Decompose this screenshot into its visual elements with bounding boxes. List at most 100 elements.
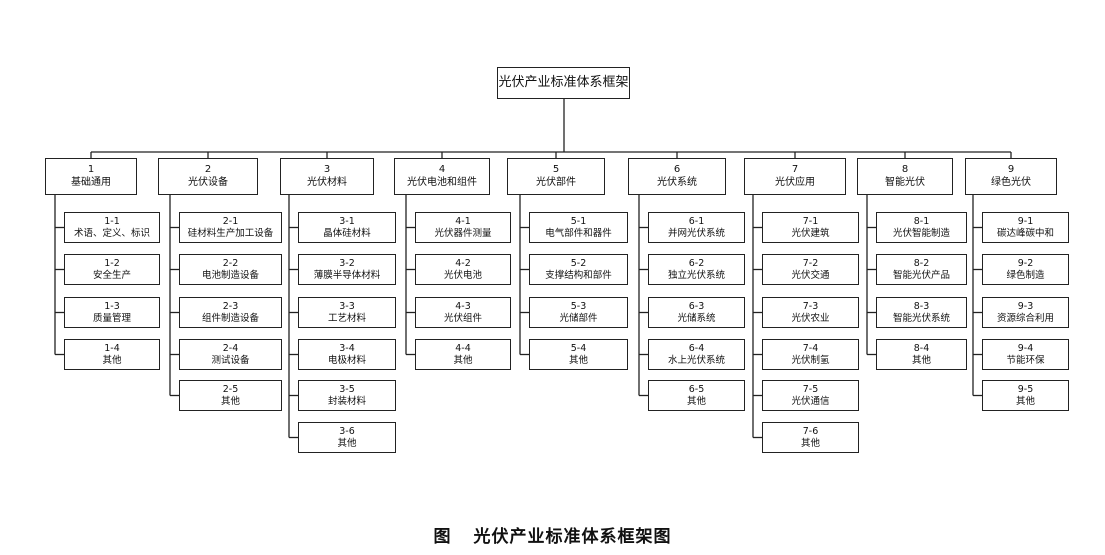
leaf-node-label: 光伏农业: [791, 312, 830, 324]
leaf-node-label: 智能光伏产品: [892, 269, 950, 281]
leaf-node-code: 2-5: [222, 383, 239, 395]
category-node-label: 智能光伏: [885, 176, 925, 188]
leaf-node-code: 1-1: [104, 215, 120, 227]
leaf-node-label: 其他: [911, 354, 931, 366]
leaf-node-label: 水上光伏系统: [667, 354, 725, 366]
category-node-label: 光伏系统: [657, 176, 697, 188]
leaf-node-code: 1-2: [104, 257, 120, 269]
leaf-node-label: 质量管理: [92, 312, 131, 324]
leaf-node-code: 6-4: [688, 342, 705, 354]
leaf-node-label: 独立光伏系统: [667, 269, 725, 281]
leaf-node-label: 封装材料: [327, 395, 366, 407]
leaf-node-label: 其他: [337, 437, 357, 449]
leaf-node-code: 8-4: [913, 342, 930, 354]
leaf-node-code: 6-5: [688, 383, 705, 395]
category-node-code: 3: [323, 164, 331, 175]
leaf-node-label: 光伏建筑: [791, 227, 830, 239]
category-node-code: 4: [438, 164, 446, 175]
leaf-node-label: 光伏电池: [443, 269, 482, 281]
leaf-node-label: 并网光伏系统: [667, 227, 725, 239]
leaf-node-label: 工艺材料: [327, 312, 366, 324]
leaf-node-code: 3-3: [339, 300, 355, 312]
leaf-node-label: 其他: [453, 354, 473, 366]
leaf-node-label: 电气部件和器件: [545, 227, 612, 239]
category-node-code: 7: [791, 164, 799, 175]
leaf-node-code: 2-2: [222, 257, 239, 269]
leaf-node-code: 7-3: [802, 300, 819, 312]
category-node-label: 光伏部件: [536, 176, 576, 188]
leaf-node-code: 2-1: [222, 215, 239, 227]
leaf-node-label: 光伏通信: [791, 395, 830, 407]
category-node-code: 8: [901, 164, 909, 175]
caption-title: 光伏产业标准体系框架图: [473, 527, 672, 547]
leaf-node-label: 术语、定义、标识: [73, 227, 150, 239]
root-node: 光伏产业标准体系框架: [497, 67, 630, 99]
leaf-node-label: 碳达峰碳中和: [996, 227, 1054, 239]
leaf-node-label: 光伏器件测量: [434, 227, 492, 239]
leaf-node-label: 智能光伏系统: [892, 312, 950, 324]
leaf-node-code: 4-4: [455, 342, 471, 354]
leaf-node-label: 电池制造设备: [201, 269, 259, 281]
leaf-node-label: 光伏制氢: [791, 354, 830, 366]
leaf-node-code: 9-2: [1017, 257, 1034, 269]
leaf-node-label: 组件制造设备: [201, 312, 259, 324]
leaf-node-code: 2-4: [222, 342, 239, 354]
leaf-node-label: 其他: [220, 395, 240, 407]
leaf-node-code: 6-3: [688, 300, 705, 312]
category-node-code: 9: [1007, 164, 1015, 175]
leaf-node-code: 7-5: [802, 383, 819, 395]
leaf-node-code: 7-1: [802, 215, 819, 227]
leaf-node-code: 8-2: [913, 257, 930, 269]
leaf-node-label: 晶体硅材料: [323, 227, 371, 239]
leaf-node-code: 5-2: [570, 257, 587, 269]
leaf-node-code: 7-2: [802, 257, 819, 269]
category-node-label: 基础通用: [71, 176, 111, 188]
leaf-node-code: 9-5: [1017, 383, 1034, 395]
leaf-node-code: 3-4: [339, 342, 355, 354]
category-node-label: 光伏电池和组件: [407, 176, 477, 188]
category-node-label: 绿色光伏: [991, 176, 1031, 188]
leaf-node-code: 5-3: [570, 300, 587, 312]
leaf-node-code: 9-4: [1017, 342, 1034, 354]
figure-caption: 图光伏产业标准体系框架图: [0, 522, 1105, 547]
leaf-node-code: 9-3: [1017, 300, 1034, 312]
leaf-node-code: 5-1: [570, 215, 587, 227]
leaf-node-label: 其他: [800, 437, 820, 449]
leaf-node-label: 电极材料: [327, 354, 366, 366]
leaf-node-label: 绿色制造: [1006, 269, 1045, 281]
leaf-node-code: 1-3: [104, 300, 120, 312]
leaf-node-code: 3-1: [339, 215, 355, 227]
leaf-node-code: 8-1: [913, 215, 930, 227]
category-node-label: 光伏设备: [188, 176, 228, 188]
leaf-node-label: 其他: [568, 354, 588, 366]
leaf-node-code: 3-2: [339, 257, 355, 269]
